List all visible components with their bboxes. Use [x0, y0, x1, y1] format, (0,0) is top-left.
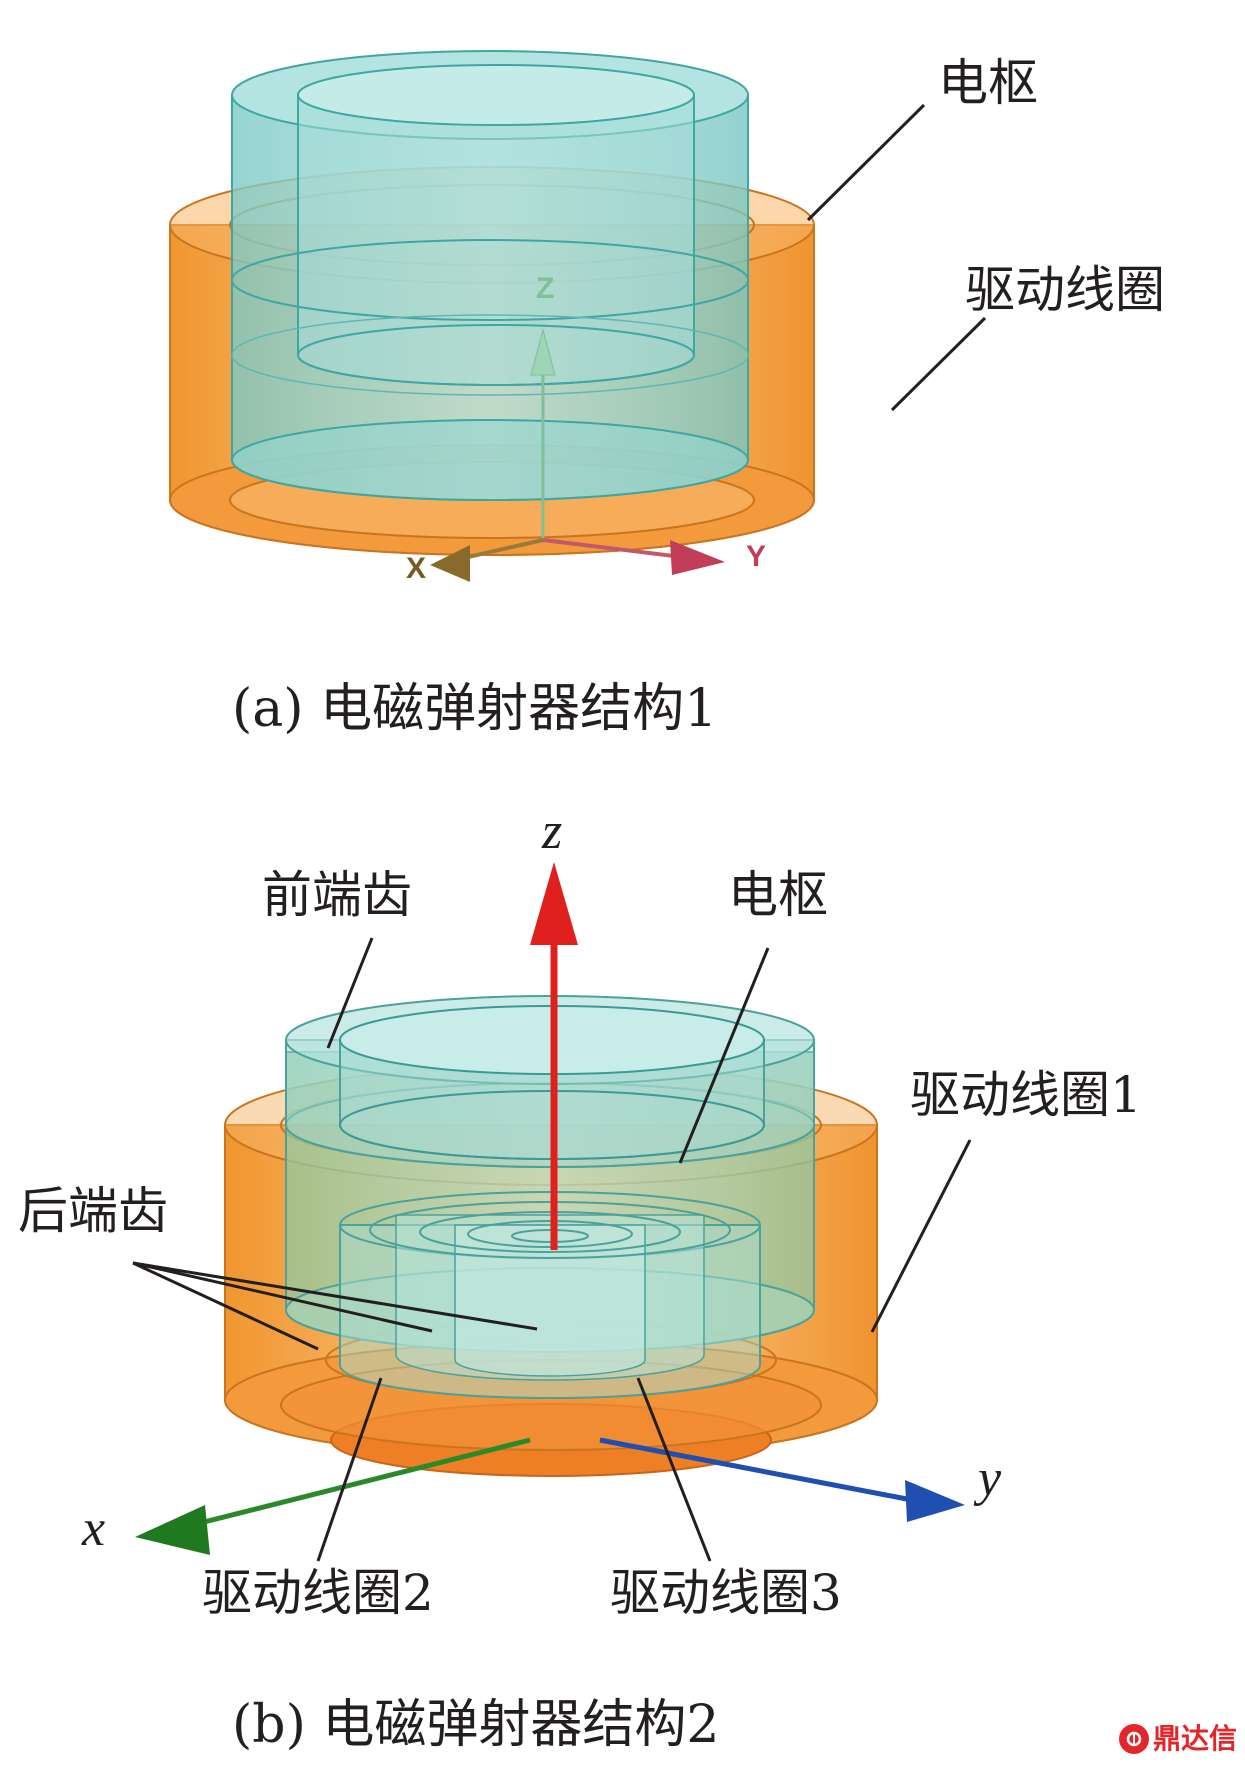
label-rear-teeth: 后端齿 — [18, 1182, 168, 1240]
axes-triad-a: Z Y X — [406, 272, 766, 585]
drive-coil-leader-a — [890, 316, 987, 412]
armature-a — [231, 50, 749, 501]
caption-b: (b) 电磁弹射器结构2 — [232, 1695, 719, 1755]
axis-x-label-a: X — [406, 552, 426, 585]
armature-b — [285, 995, 815, 1399]
drive-coil-2-leader — [316, 1377, 383, 1562]
caption-a: (a) 电磁弹射器结构1 — [232, 679, 717, 739]
axis-z-label-a: Z — [536, 272, 554, 305]
axis-z-label-b: z — [541, 803, 562, 860]
axis-x-label-b: x — [81, 1500, 105, 1557]
label-front-teeth: 前端齿 — [262, 866, 412, 924]
panel-a: Z Y X 电枢 驱动线圈 (a) 电磁弹射器结构1 — [169, 50, 1165, 739]
axis-z-b: z — [530, 803, 578, 1250]
rear-teeth-leader-1 — [132, 1261, 319, 1351]
armature-leader-b — [678, 947, 770, 1164]
rear-teeth-leader-3 — [132, 1261, 538, 1331]
axis-y-b: y — [599, 1437, 1002, 1522]
armature-leader-a — [806, 103, 926, 222]
axis-x-b: x — [81, 1437, 531, 1557]
label-armature-b: 电枢 — [728, 866, 828, 924]
label-armature-a: 电枢 — [938, 54, 1038, 112]
front-teeth-leader — [326, 937, 374, 1049]
axis-y-label-a: Y — [746, 540, 766, 573]
label-drive-coil-a: 驱动线圈 — [965, 261, 1165, 319]
watermark-text: 鼎达信 — [1152, 1722, 1237, 1755]
brand-logo-icon — [1118, 1724, 1149, 1754]
watermark: 鼎达信 — [1118, 1721, 1237, 1757]
label-drive-coil-3: 驱动线圈3 — [610, 1564, 842, 1622]
panel-b: z x y 前端齿 电枢 驱动线圈1 后端齿 驱动线圈2 驱动线圈3 (b) 电… — [18, 803, 1142, 1755]
label-drive-coil-2: 驱动线圈2 — [202, 1564, 434, 1622]
label-drive-coil-1: 驱动线圈1 — [910, 1066, 1142, 1124]
drive-coil-3-leader — [636, 1377, 712, 1562]
drive-coil-1-leader — [870, 1139, 972, 1333]
rear-teeth-leader-2 — [132, 1261, 433, 1333]
axis-y-label-b: y — [973, 1450, 1002, 1507]
